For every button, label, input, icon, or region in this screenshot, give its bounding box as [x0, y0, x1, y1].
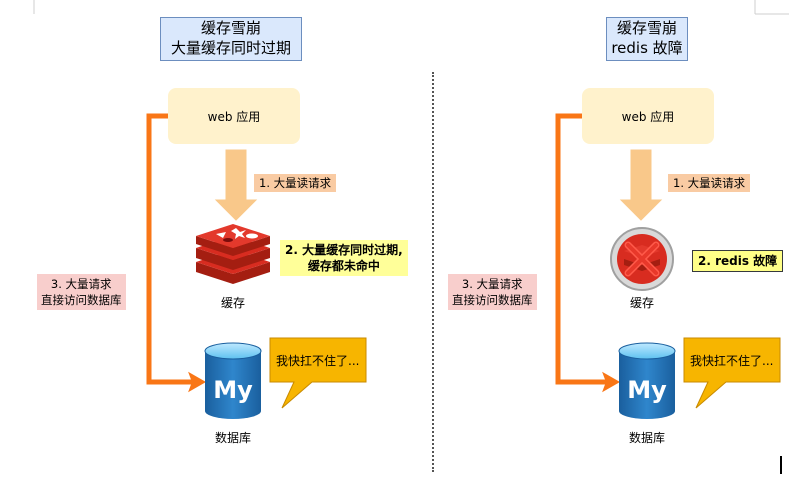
left-title: 缓存雪崩 大量缓存同时过期	[160, 17, 302, 61]
right-read-request-label: 1. 大量读请求	[668, 174, 751, 192]
right-title: 缓存雪崩 redis 故障	[606, 17, 688, 61]
right-bubble-text: 我快扛不住了...	[690, 354, 774, 368]
left-redis-icon	[196, 224, 270, 284]
right-db-logo: My	[627, 376, 667, 404]
left-db-path-arrowhead	[188, 371, 207, 393]
left-bubble-text: 我快扛不住了...	[276, 354, 360, 368]
right-db-path-arrowhead	[602, 371, 621, 393]
left-db-request-label: 3. 大量请求 直接访问数据库	[37, 274, 126, 310]
right-panel: My	[555, 113, 781, 419]
right-db-icon	[618, 342, 676, 419]
left-db-path	[146, 113, 196, 385]
left-read-arrow	[214, 149, 258, 221]
right-web-app-label: web 应用	[621, 109, 675, 124]
right-read-arrow	[619, 149, 663, 221]
left-title-line2: 大量缓存同时过期	[170, 39, 291, 57]
right-cache-caption: 缓存	[629, 296, 654, 310]
left-title-line1: 缓存雪崩	[200, 19, 261, 37]
right-db-path	[555, 113, 610, 385]
right-title-line2: redis 故障	[611, 39, 683, 57]
left-db-caption: 数据库	[214, 431, 251, 445]
left-panel: My	[146, 113, 367, 419]
right-redis-failed-icon	[610, 227, 674, 291]
left-cache-event-line1: 2. 大量缓存同时过期,	[285, 243, 403, 257]
left-db-icon	[204, 342, 262, 419]
left-db-request-line1: 3. 大量请求	[50, 277, 112, 291]
right-db-request-line1: 3. 大量请求	[461, 277, 523, 291]
right-title-line1: 缓存雪崩	[616, 19, 677, 37]
panel-divider	[432, 72, 434, 472]
left-web-app-label: web 应用	[207, 109, 261, 124]
left-web-app-node: web 应用	[168, 88, 300, 144]
right-db-caption: 数据库	[628, 431, 665, 445]
left-cache-caption: 缓存	[220, 296, 245, 310]
right-db-request-line2: 直接访问数据库	[452, 293, 533, 307]
right-web-app-node: web 应用	[582, 88, 714, 144]
left-cache-event-label: 2. 大量缓存同时过期, 缓存都未命中	[280, 240, 408, 276]
right-cache-event-label: 2. redis 故障	[692, 250, 784, 272]
left-db-request-line2: 直接访问数据库	[41, 293, 122, 307]
left-read-request-label: 1. 大量读请求	[254, 174, 337, 192]
left-bubble	[269, 337, 367, 409]
right-db-request-label: 3. 大量请求 直接访问数据库	[448, 274, 537, 310]
right-bubble	[683, 337, 781, 409]
left-cache-event-line2: 缓存都未命中	[307, 259, 380, 273]
left-db-logo: My	[213, 376, 253, 404]
text-cursor	[780, 456, 782, 474]
